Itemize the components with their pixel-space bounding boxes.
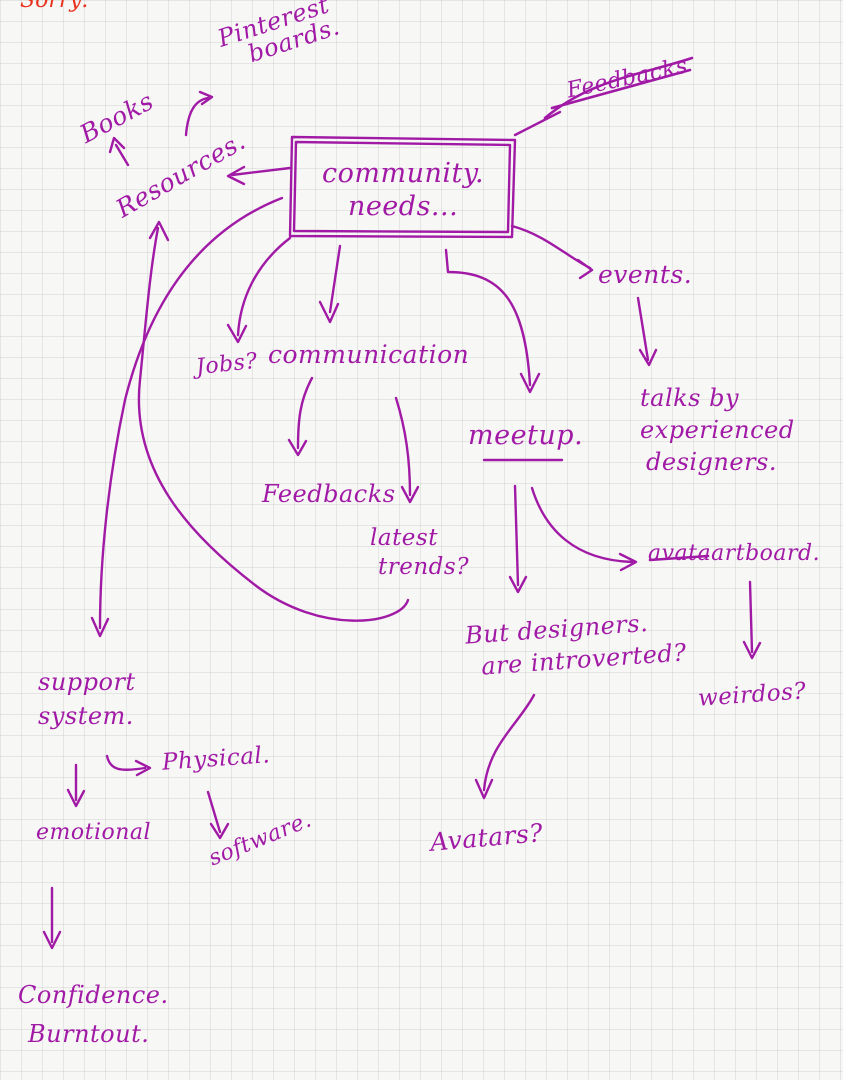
latest-trends-line-1: latest — [370, 525, 438, 551]
confidence-label: Confidence. — [18, 981, 169, 1009]
latest-trends-line-2: trends? — [378, 554, 470, 580]
arrow-to-artboard — [530, 486, 638, 572]
arrow-to-designers — [508, 484, 528, 594]
talks-label: talks by experienced designers. — [640, 386, 795, 474]
center-box-second-stroke — [292, 140, 512, 234]
arrow-to-support-system — [90, 196, 284, 638]
talks-line-1: talks by — [640, 384, 740, 412]
arrow-to-software — [206, 790, 230, 840]
artboard-label: avataartboard. — [648, 543, 820, 565]
feedbacks-label: Feedbacks — [262, 480, 396, 508]
arrow-to-weirdos — [742, 580, 762, 660]
arrow-to-confidence — [42, 886, 62, 950]
arrow-to-physical — [105, 754, 152, 777]
latest-trends-label: latest trends? — [370, 527, 469, 579]
burnout-label: Burntout. — [28, 1020, 150, 1048]
arrow-to-feedbacks-crossed — [513, 110, 562, 137]
center-line-1: community. — [322, 158, 485, 189]
arrow-to-jobs — [226, 236, 292, 344]
arrow-to-pinterest — [184, 90, 214, 137]
arrow-to-avatars — [474, 693, 536, 800]
arrow-to-resources — [226, 165, 292, 186]
support-system-label: support system. — [38, 670, 136, 728]
loop-trends-to-resources — [137, 220, 410, 622]
talks-line-2: experienced — [640, 416, 795, 444]
support-line-2: system. — [38, 702, 134, 730]
arrow-to-feedbacks — [287, 376, 314, 457]
arrow-to-communication — [318, 244, 342, 324]
arrow-to-meetup — [444, 248, 541, 394]
artboard-text: artboard. — [711, 541, 821, 566]
corner-note: Sorry: — [20, 0, 90, 13]
talks-line-3: designers. — [646, 448, 777, 476]
avata-strikethrough — [648, 554, 710, 562]
arrow-to-talks — [636, 296, 658, 367]
communication-label: communication — [268, 340, 470, 369]
emotional-label: emotional — [36, 820, 152, 845]
arrow-to-events — [510, 224, 594, 280]
center-node: community. needs... — [322, 160, 484, 220]
meetup-label: meetup. — [468, 420, 584, 451]
arrow-to-books — [108, 136, 130, 167]
center-box — [288, 135, 517, 239]
support-line-1: support — [38, 668, 136, 696]
arrow-to-emotional — [66, 763, 86, 808]
events-label: events. — [598, 260, 693, 289]
center-line-2: needs... — [347, 191, 459, 222]
artboard-crossed: avata — [648, 541, 712, 566]
feedbacks-strikethrough-2 — [550, 68, 692, 110]
arrow-to-latest-trends — [394, 396, 420, 504]
